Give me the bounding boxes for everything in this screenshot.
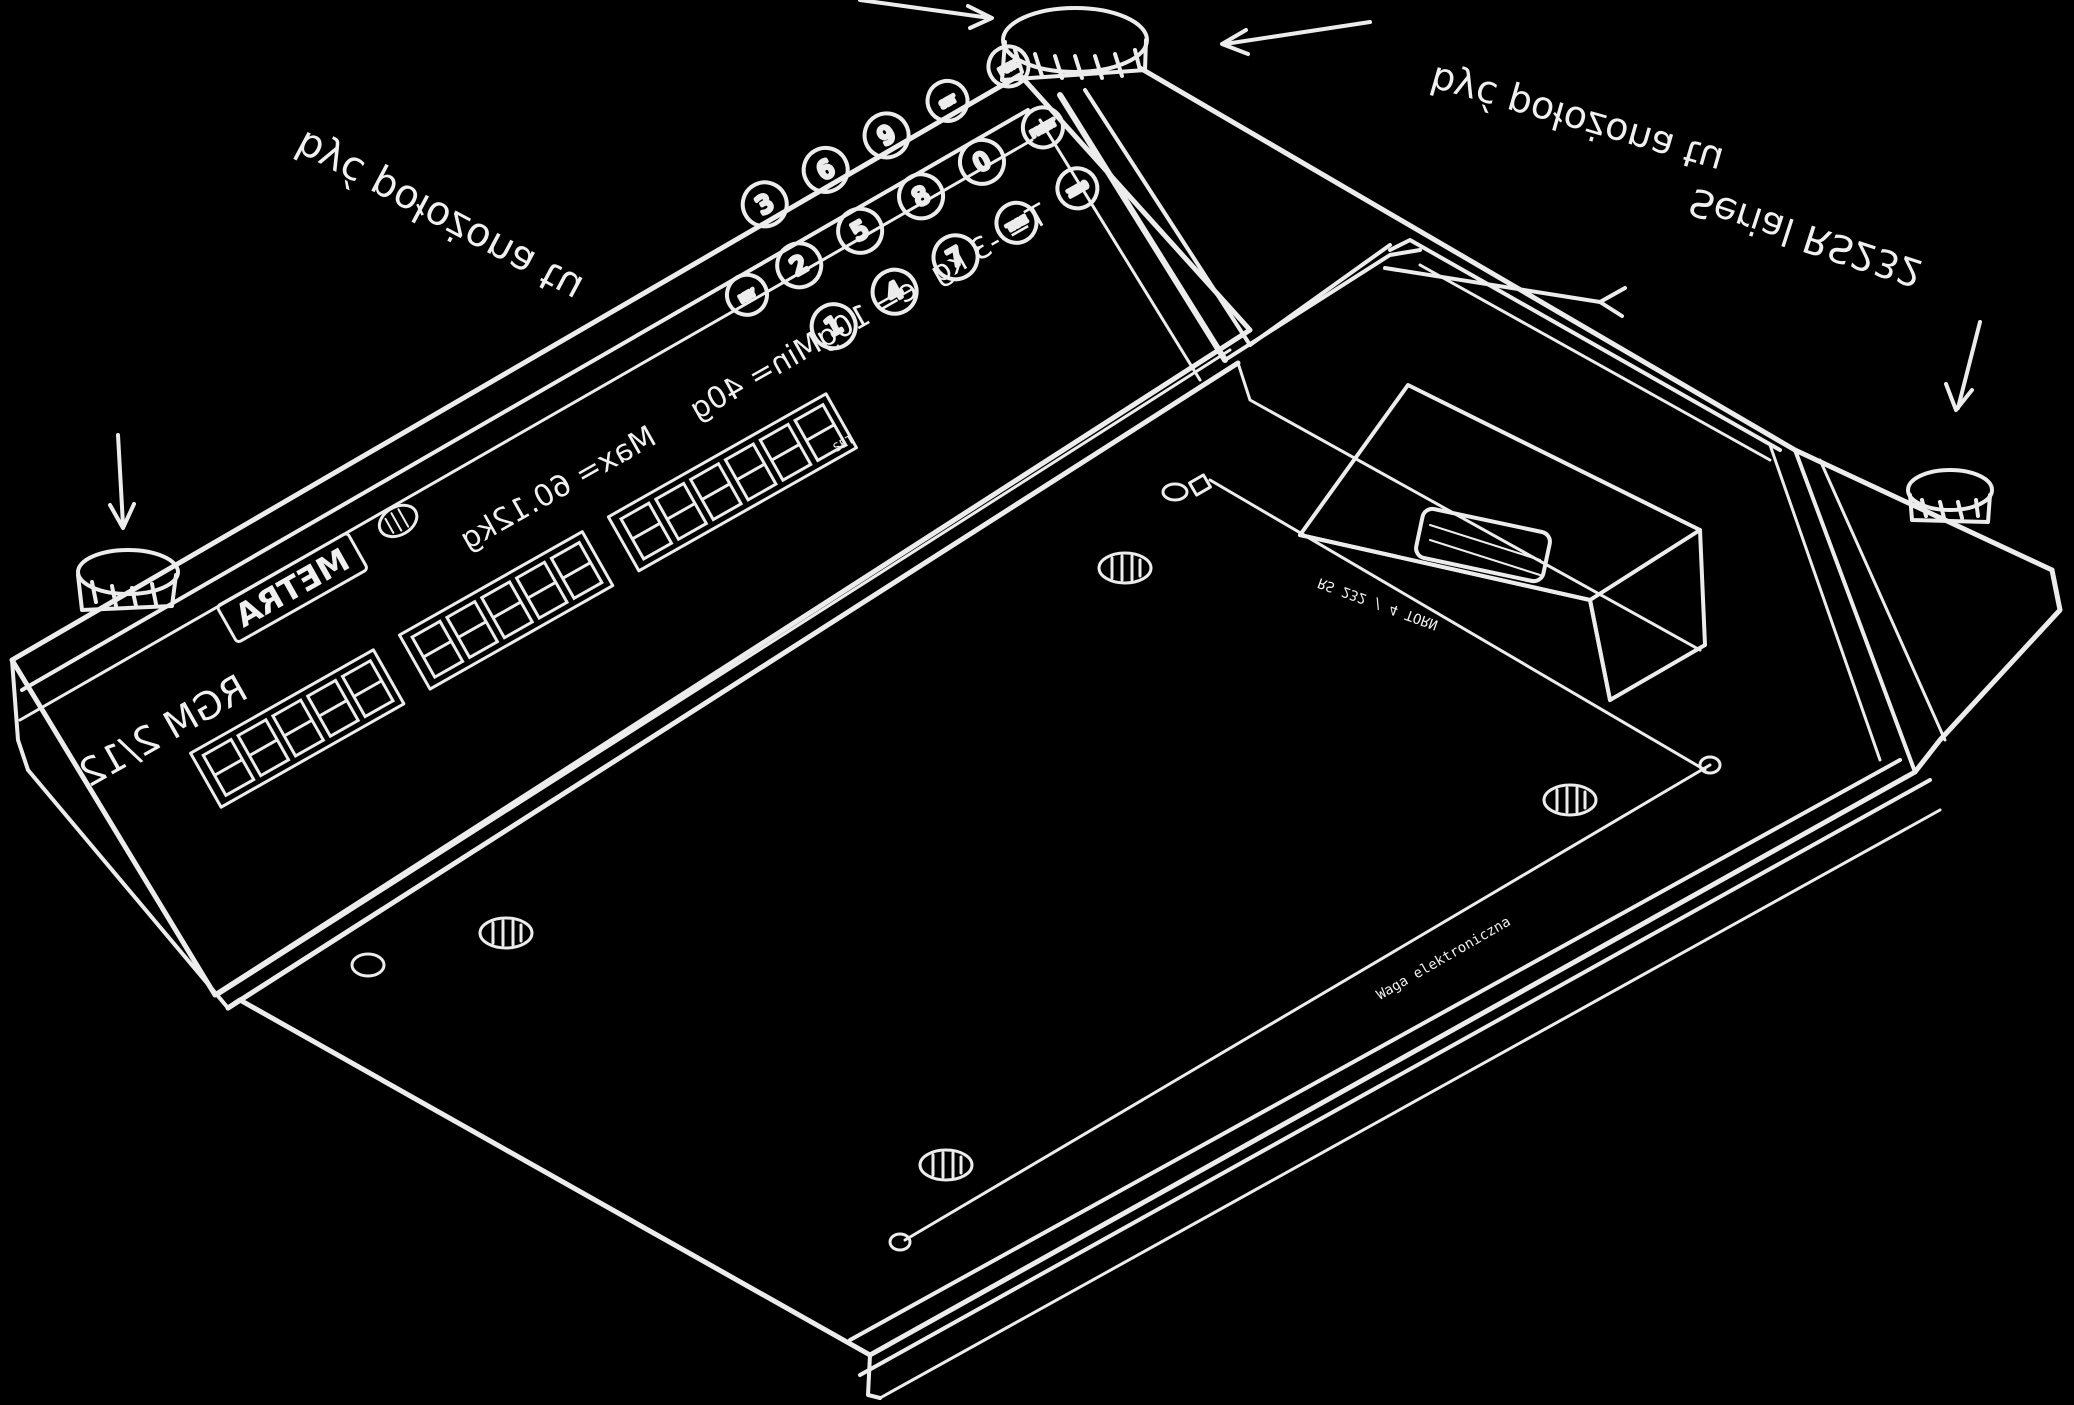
indicator-zero bbox=[377, 503, 419, 539]
foot-right bbox=[1906, 468, 1994, 524]
arrow-left-foot bbox=[108, 433, 136, 530]
screw-8 bbox=[1161, 473, 1212, 502]
key-func-5[interactable]: PRINT bbox=[1016, 100, 1071, 155]
label-serial-rs232: Serial RS232 bbox=[1684, 179, 1928, 296]
screw-7 bbox=[888, 1232, 912, 1252]
label-top-left: być położona tu bbox=[287, 121, 590, 311]
arrow-right-foot bbox=[1944, 320, 1982, 412]
key-6[interactable]: 6 bbox=[796, 140, 856, 200]
display-panel: RGM 2/12 METRA Max= 60.12kg bbox=[71, 44, 1105, 809]
brand-badge: METRA bbox=[216, 532, 368, 643]
screw-4 bbox=[918, 1148, 974, 1182]
screws bbox=[350, 473, 1722, 1252]
housing bbox=[9, 65, 2063, 1400]
arrows bbox=[108, 0, 1982, 530]
svg-text:SET: SET bbox=[939, 94, 959, 111]
svg-text:2: 2 bbox=[786, 249, 813, 281]
foot-left bbox=[76, 548, 180, 612]
key-func-3[interactable]: SET bbox=[920, 74, 975, 129]
foot-top bbox=[1000, 6, 1149, 82]
svg-text:PRINT: PRINT bbox=[1030, 118, 1059, 140]
screw-3 bbox=[478, 916, 534, 950]
segment-display-1 bbox=[189, 648, 406, 809]
key-3[interactable]: 3 bbox=[735, 174, 795, 234]
arrow-top-left bbox=[858, 0, 994, 30]
key-func-4[interactable]: ZERO bbox=[1050, 161, 1105, 216]
feet bbox=[76, 6, 1994, 612]
serial-connector bbox=[1298, 383, 1707, 702]
segment-display-2 bbox=[397, 530, 615, 691]
key-9[interactable]: 9 bbox=[857, 105, 917, 165]
screw-2 bbox=[1542, 783, 1598, 817]
screw-5 bbox=[350, 952, 386, 978]
svg-text:5: 5 bbox=[847, 215, 874, 247]
screw-1 bbox=[1097, 551, 1153, 585]
segment-display-3 bbox=[606, 392, 858, 573]
label-top-right: być położona tu bbox=[1425, 58, 1728, 184]
min-text: Min= 40g bbox=[684, 326, 828, 428]
screw-6 bbox=[1698, 755, 1722, 775]
arrow-top-right bbox=[1220, 20, 1372, 56]
key-0[interactable]: 0 bbox=[952, 132, 1012, 192]
platform-edge-text: Waga elektroniczna bbox=[1374, 914, 1513, 1004]
